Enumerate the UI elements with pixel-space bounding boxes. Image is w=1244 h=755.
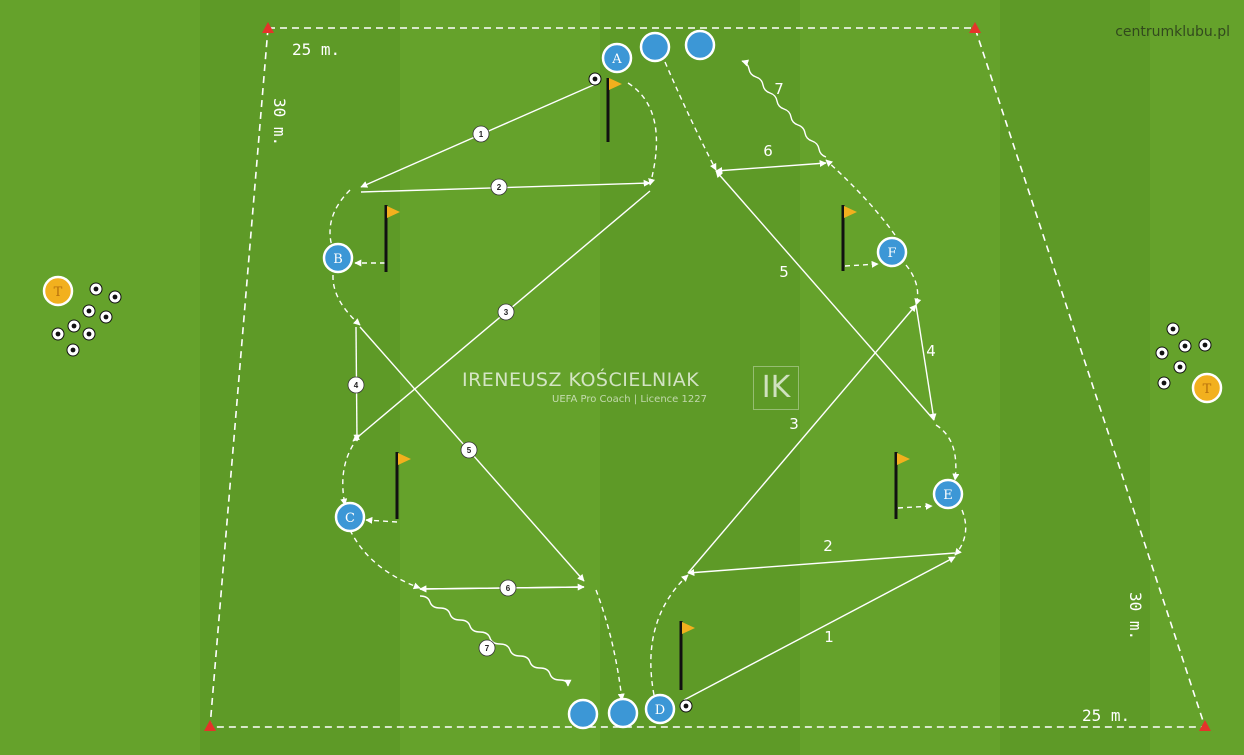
step-number: 7 <box>774 80 784 98</box>
player-marker <box>569 700 597 728</box>
watermark-name: IRENEUSZ KOŚCIELNIAK <box>462 369 699 391</box>
player-label: F <box>887 246 896 261</box>
svg-text:3: 3 <box>504 308 509 317</box>
player-b: B <box>324 244 352 272</box>
step-badge: 2 <box>491 179 507 195</box>
ball-icon <box>109 291 121 303</box>
ball-icon <box>100 311 112 323</box>
svg-text:2: 2 <box>497 183 502 192</box>
ball-icon <box>1156 347 1168 359</box>
step-badge: 1 <box>473 126 489 142</box>
player-label: A <box>611 52 622 67</box>
step-badge: 4 <box>348 377 364 393</box>
player-a: A <box>603 44 631 72</box>
ball-icon <box>83 328 95 340</box>
player-label: D <box>655 703 665 718</box>
player-c: C <box>336 503 364 531</box>
player-marker <box>686 31 714 59</box>
player-f: F <box>878 238 906 266</box>
coach-label: T <box>54 285 63 300</box>
player-label: E <box>943 488 953 503</box>
ball-icon <box>1167 323 1179 335</box>
step-badge: 3 <box>498 304 514 320</box>
ball-icon <box>1199 339 1211 351</box>
ball-icon <box>90 283 102 295</box>
svg-text:5: 5 <box>467 446 472 455</box>
step-badge: 6 <box>500 580 516 596</box>
step-number: 5 <box>779 263 789 281</box>
step-number: 3 <box>789 415 799 433</box>
coach-right: T <box>1193 374 1221 402</box>
player-label: C <box>345 511 355 526</box>
step-badge: 7 <box>479 640 495 656</box>
ball-icon <box>589 73 601 85</box>
watermark-subtitle: UEFA Pro Coach | Licence 1227 <box>552 394 707 405</box>
player-e: E <box>934 480 962 508</box>
coach-left: T <box>44 277 72 305</box>
player-marker <box>641 33 669 61</box>
brand-label: centrumklubu.pl <box>1115 24 1230 40</box>
svg-text:6: 6 <box>506 584 511 593</box>
player-marker <box>609 699 637 727</box>
watermark-logo: IK <box>753 366 799 410</box>
dimension-top: 25 m. <box>292 40 340 59</box>
ball-icon <box>67 344 79 356</box>
svg-text:4: 4 <box>354 381 359 390</box>
ball-icon <box>83 305 95 317</box>
ball-icon <box>52 328 64 340</box>
dimension-right: 30 m. <box>1126 592 1145 640</box>
dimension-bottom: 25 m. <box>1082 706 1130 725</box>
step-number: 1 <box>824 628 834 646</box>
player-d: D <box>646 695 674 723</box>
step-badge: 5 <box>461 442 477 458</box>
coach-label: T <box>1203 382 1212 397</box>
step-number: 4 <box>926 342 936 360</box>
svg-text:1: 1 <box>479 130 484 139</box>
ball-icon <box>1158 377 1170 389</box>
dimension-left: 30 m. <box>270 98 289 146</box>
step-number: 2 <box>823 537 833 555</box>
ball-icon <box>1174 361 1186 373</box>
player-label: B <box>333 252 343 267</box>
ball-icon <box>1179 340 1191 352</box>
step-number: 6 <box>763 142 773 160</box>
svg-text:7: 7 <box>485 644 490 653</box>
ball-icon <box>680 700 692 712</box>
ball-icon <box>68 320 80 332</box>
